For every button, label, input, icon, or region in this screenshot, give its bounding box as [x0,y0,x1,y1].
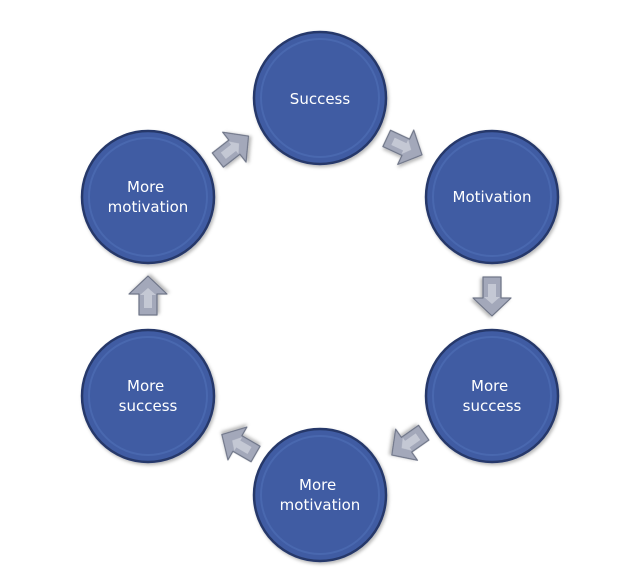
node-more-success-left-label-line-2: success [119,397,178,415]
node-more-success-left: More success [80,328,216,464]
node-success: Success [252,30,388,166]
node-more-success-right-label-line-2: success [463,397,522,415]
arrow-more-success-to-more-motivation-icon [391,424,430,461]
node-more-success-right-label-line-1: More [471,377,508,395]
node-more-success-right-label: More success [463,377,522,415]
node-success-label: Success [290,90,351,108]
node-more-success-right: More success [424,328,560,464]
node-more-motivation-top-left-label: More motivation [108,178,189,216]
arrow-more-motivation-to-success-icon [211,131,250,168]
arrow-more-motivation-to-more-success-icon [221,426,261,463]
node-more-motivation-bottom-label-line-1: More [299,476,336,494]
arrow-motivation-to-more-success-icon [472,276,512,317]
cycle-arrows [128,129,512,463]
node-more-motivation-top-left-label-line-1: More [127,178,164,196]
node-more-motivation-bottom-label-line-2: motivation [280,496,361,514]
node-motivation-label-line-1: Motivation [453,188,532,206]
node-more-success-left-label-line-1: More [127,377,164,395]
cycle-nodes: Success Motivation More success More mot… [80,30,560,563]
node-more-success-left-label: More success [119,377,178,415]
node-more-motivation-bottom: More motivation [252,427,388,563]
node-more-motivation-top-left-label-line-2: motivation [108,198,189,216]
node-more-motivation-top-left: More motivation [80,129,216,265]
arrow-more-success-to-more-motivation-up-icon [128,275,168,316]
node-success-label-line-1: Success [290,90,351,108]
node-motivation-label: Motivation [453,188,532,206]
arrow-success-to-motivation-icon [382,129,423,166]
node-more-motivation-bottom-label: More motivation [280,476,361,514]
node-motivation: Motivation [424,129,560,265]
